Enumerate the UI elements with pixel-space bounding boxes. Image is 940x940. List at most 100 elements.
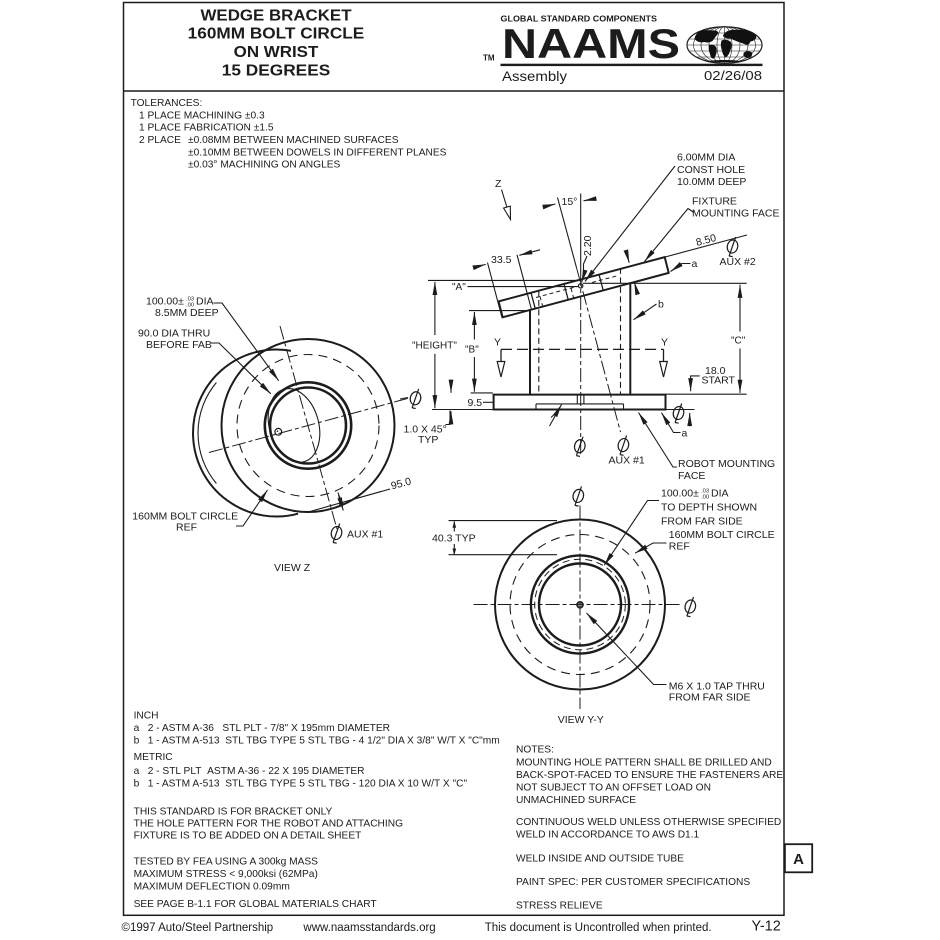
svg-text:CONST HOLE: CONST HOLE	[677, 164, 745, 176]
svg-text:FIXTURE IS TO BE ADDED ON A DE: FIXTURE IS TO BE ADDED ON A DETAIL SHEET	[134, 831, 362, 842]
svg-text:1.0 X 45°: 1.0 X 45°	[404, 424, 447, 436]
svg-text:"A": "A"	[452, 282, 466, 293]
svg-text:9.5: 9.5	[468, 397, 483, 409]
svg-text:2 PLACE: 2 PLACE	[139, 135, 181, 146]
svg-text:.03: .03	[701, 489, 709, 495]
svg-text:Y-12: Y-12	[752, 919, 781, 935]
svg-text:100.00±: 100.00±	[661, 488, 699, 500]
svg-text:02/26/08: 02/26/08	[704, 68, 762, 83]
svg-text:1 - ASTM A-513 STL TBG TYPE 5: 1 - ASTM A-513 STL TBG TYPE 5 STL TBG - …	[148, 779, 468, 790]
svg-text:MOUNTING HOLE PATTERN SHALL BE: MOUNTING HOLE PATTERN SHALL BE DRILLED A…	[516, 758, 772, 769]
svg-text:ROBOT MOUNTING: ROBOT MOUNTING	[678, 458, 775, 470]
svg-text:a: a	[682, 428, 688, 440]
svg-text:15 DEGREES: 15 DEGREES	[222, 62, 331, 79]
svg-text:AUX #1: AUX #1	[609, 455, 645, 467]
svg-text:"C": "C"	[731, 336, 746, 347]
svg-text:THE HOLE PATTERN FOR THE ROBOT: THE HOLE PATTERN FOR THE ROBOT AND ATTAC…	[134, 818, 404, 829]
svg-text:NAAMS: NAAMS	[502, 20, 680, 67]
svg-text:METRIC: METRIC	[134, 752, 173, 763]
svg-text:WEDGE BRACKET: WEDGE BRACKET	[201, 7, 352, 24]
svg-text:160MM BOLT CIRCLE: 160MM BOLT CIRCLE	[132, 511, 238, 523]
svg-text:THIS STANDARD IS FOR BRACKET O: THIS STANDARD IS FOR BRACKET ONLY	[134, 806, 333, 817]
svg-text:a: a	[134, 723, 140, 734]
svg-text:STRESS RELIEVE: STRESS RELIEVE	[516, 901, 603, 912]
svg-text:FIXTURE: FIXTURE	[692, 196, 737, 208]
svg-text:NOT SUBJECT TO AN OFFSET LOAD: NOT SUBJECT TO AN OFFSET LOAD ON	[516, 783, 711, 794]
svg-text:©1997 Auto/Steel Partnership: ©1997 Auto/Steel Partnership	[122, 922, 274, 934]
svg-text:33.5: 33.5	[491, 254, 512, 266]
svg-text:Y: Y	[494, 337, 501, 349]
svg-text:"HEIGHT": "HEIGHT"	[412, 341, 457, 352]
svg-text:b: b	[134, 779, 140, 790]
svg-text:90.0 DIA THRU: 90.0 DIA THRU	[138, 328, 210, 340]
svg-text:TO DEPTH SHOWN: TO DEPTH SHOWN	[661, 502, 757, 514]
svg-text:2.20: 2.20	[582, 235, 594, 256]
svg-text:UNMACHINED SURFACE: UNMACHINED SURFACE	[516, 795, 636, 806]
svg-text:www.naamsstandards.org: www.naamsstandards.org	[302, 922, 435, 934]
svg-text:1 - ASTM A-513 STL TBG TYPE 5: 1 - ASTM A-513 STL TBG TYPE 5 STL TBG - …	[148, 736, 500, 747]
svg-text:FROM FAR SIDE: FROM FAR SIDE	[661, 516, 743, 528]
svg-text:160MM BOLT CIRCLE: 160MM BOLT CIRCLE	[669, 529, 775, 541]
svg-text:2 - STL PLT ASTM A-36 - 22 X: 2 - STL PLT ASTM A-36 - 22 X 195 DIAMETE…	[148, 766, 365, 777]
svg-text:M6 X 1.0 TAP THRU: M6 X 1.0 TAP THRU	[669, 681, 765, 693]
svg-text:8.50: 8.50	[695, 232, 718, 249]
svg-text:Z: Z	[495, 178, 502, 190]
svg-text:WELD IN ACCORDANCE TO AWS D1.1: WELD IN ACCORDANCE TO AWS D1.1	[516, 830, 700, 841]
svg-text:BEFORE FAB: BEFORE FAB	[146, 339, 212, 351]
svg-text:DIA: DIA	[196, 296, 214, 308]
svg-text:DIA: DIA	[711, 488, 729, 500]
svg-text:CONTINUOUS WELD UNLESS OTHERWI: CONTINUOUS WELD UNLESS OTHERWISE SPECIFI…	[516, 817, 781, 828]
svg-text:1 PLACE MACHINING ±0.3: 1 PLACE MACHINING ±0.3	[139, 110, 265, 121]
svg-text:AUX #2: AUX #2	[720, 256, 756, 268]
svg-text:This document is Uncontrolled: This document is Uncontrolled when print…	[485, 922, 712, 934]
svg-text:INCH: INCH	[134, 711, 159, 722]
svg-text:AUX #1: AUX #1	[347, 529, 383, 541]
svg-text:BACK-SPOT-FACED TO ENSURE THE: BACK-SPOT-FACED TO ENSURE THE FASTENERS …	[516, 770, 783, 781]
svg-text:PAINT SPEC: PER CUSTOMER SPECI: PAINT SPEC: PER CUSTOMER SPECIFICATIONS	[516, 877, 750, 888]
svg-text:.03: .03	[186, 297, 194, 303]
svg-text:START: START	[702, 374, 736, 386]
svg-text:6.00MM DIA: 6.00MM DIA	[677, 152, 735, 164]
svg-text:Assembly: Assembly	[502, 68, 567, 84]
svg-text:b: b	[658, 299, 664, 311]
svg-text:NOTES:: NOTES:	[516, 745, 554, 756]
svg-text:2 - ASTM A-36 STL PLT - 7/8": 2 - ASTM A-36 STL PLT - 7/8" X 195mm DIA…	[148, 723, 390, 734]
svg-text:FROM FAR SIDE: FROM FAR SIDE	[669, 692, 751, 704]
svg-text:REF: REF	[669, 541, 690, 553]
svg-text:GLOBAL STANDARD COMPONENTS: GLOBAL STANDARD COMPONENTS	[501, 15, 658, 24]
svg-text:.00: .00	[186, 303, 194, 309]
svg-text:MAXIMUM STRESS < 9,000ksi (62M: MAXIMUM STRESS < 9,000ksi (62MPa)	[134, 869, 318, 880]
svg-text:SEE PAGE B-1.1 FOR GLOBAL MATE: SEE PAGE B-1.1 FOR GLOBAL MATERIALS CHAR…	[134, 899, 377, 910]
svg-text:40.3 TYP: 40.3 TYP	[432, 533, 476, 545]
svg-text:15°: 15°	[562, 196, 578, 208]
svg-text:TESTED BY FEA USING A 300kg MA: TESTED BY FEA USING A 300kg MASS	[134, 857, 319, 868]
svg-text:ON WRIST: ON WRIST	[234, 44, 319, 61]
svg-text:a: a	[134, 766, 140, 777]
svg-text:10.0MM DEEP: 10.0MM DEEP	[677, 176, 746, 188]
svg-text:TYP: TYP	[418, 434, 438, 446]
svg-text:18.0: 18.0	[705, 365, 726, 377]
svg-text:95.0: 95.0	[390, 475, 413, 492]
svg-text:TM: TM	[483, 54, 495, 63]
svg-text:MAXIMUM DEFLECTION 0.09mm: MAXIMUM DEFLECTION 0.09mm	[134, 881, 290, 892]
svg-text:a: a	[692, 258, 698, 270]
svg-text:Y: Y	[661, 337, 668, 349]
svg-text:±0.08MM BETWEEN MACHINED SURFA: ±0.08MM BETWEEN MACHINED SURFACES	[188, 135, 399, 146]
svg-text:±0.10MM BETWEEN DOWELS IN DIFF: ±0.10MM BETWEEN DOWELS IN DIFFERENT PLAN…	[188, 147, 447, 158]
svg-text:100.00±: 100.00±	[146, 296, 184, 308]
svg-text:WELD INSIDE AND OUTSIDE TUBE: WELD INSIDE AND OUTSIDE TUBE	[516, 854, 684, 865]
svg-text:160MM BOLT CIRCLE: 160MM BOLT CIRCLE	[188, 26, 365, 43]
svg-text:VIEW Z: VIEW Z	[274, 562, 311, 574]
svg-text:"B": "B"	[465, 345, 479, 356]
svg-text:.00: .00	[701, 495, 709, 501]
svg-text:VIEW Y-Y: VIEW Y-Y	[558, 714, 604, 726]
svg-text:8.5MM DEEP: 8.5MM DEEP	[155, 307, 219, 319]
svg-text:1 PLACE FABRICATION ±1.5: 1 PLACE FABRICATION ±1.5	[139, 123, 274, 134]
svg-text:A: A	[793, 851, 804, 868]
svg-text:MOUNTING FACE: MOUNTING FACE	[692, 208, 780, 220]
svg-text:FACE: FACE	[678, 470, 705, 482]
svg-text:TOLERANCES:: TOLERANCES:	[131, 98, 203, 109]
svg-text:b: b	[134, 736, 140, 747]
svg-text:±0.03° MACHINING ON ANGLES: ±0.03° MACHINING ON ANGLES	[188, 160, 341, 171]
svg-text:REF: REF	[176, 522, 197, 534]
